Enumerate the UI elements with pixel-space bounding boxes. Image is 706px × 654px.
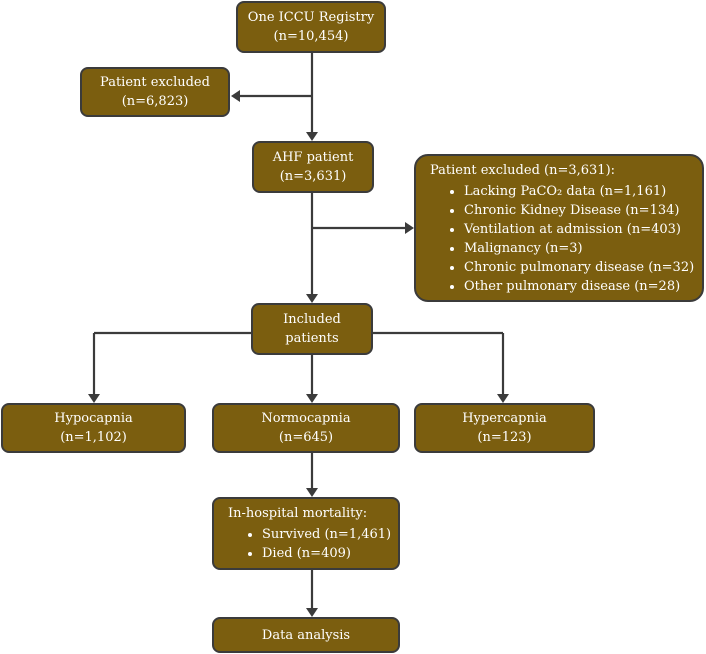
included-line1: Included [283, 312, 341, 327]
excluded2-item: Chronic pulmonary disease (n=32) [464, 258, 694, 277]
arrowhead-normocapnia [306, 394, 318, 403]
arrowhead-hypercapnia [497, 394, 509, 403]
registry-title: One ICCU Registry [247, 10, 375, 25]
normocapnia-box: Normocapnia (n=645) [212, 403, 400, 453]
normocapnia-count: (n=645) [278, 430, 334, 445]
mortality-title: In-hospital mortality: [228, 506, 368, 521]
included-line2: patients [285, 331, 339, 346]
excluded2-item: Ventilation at admission (n=403) [464, 220, 694, 239]
analysis-box: Data analysis [212, 617, 400, 653]
excluded2-item: Other pulmonary disease (n=28) [464, 277, 694, 296]
mortality-list: Survived (n=1,461) Died (n=409) [228, 525, 391, 563]
ahf-box: AHF patient (n=3,631) [252, 141, 374, 193]
normocapnia-title: Normocapnia [261, 411, 351, 426]
excluded1-box: Patient excluded (n=6,823) [80, 67, 230, 117]
included-box: Included patients [251, 303, 373, 355]
mortality-item: Survived (n=1,461) [262, 525, 391, 544]
arrowhead-hypocapnia [88, 394, 100, 403]
hypercapnia-title: Hypercapnia [462, 411, 547, 426]
mortality-item: Died (n=409) [262, 544, 391, 563]
arrowhead-excluded2 [405, 222, 414, 234]
excluded2-box: Patient excluded (n=3,631): Lacking PaCO… [414, 154, 704, 302]
arrowhead-analysis [306, 608, 318, 617]
hypocapnia-count: (n=1,102) [60, 430, 127, 445]
mortality-box: In-hospital mortality: Survived (n=1,461… [212, 497, 400, 570]
analysis-title: Data analysis [261, 627, 351, 643]
excluded2-item: Chronic Kidney Disease (n=134) [464, 201, 694, 220]
arrowhead-mortality [306, 488, 318, 497]
hypocapnia-box: Hypocapnia (n=1,102) [1, 403, 186, 453]
arrowhead-included [306, 294, 318, 303]
registry-count: (n=10,454) [273, 29, 349, 44]
excluded2-list: Lacking PaCO₂ data (n=1,161) Chronic Kid… [430, 182, 694, 296]
ahf-count: (n=3,631) [279, 169, 347, 184]
hypercapnia-count: (n=123) [477, 430, 532, 445]
excluded1-count: (n=6,823) [121, 94, 189, 109]
excluded2-title: Patient excluded (n=3,631): [430, 162, 616, 178]
registry-box: One ICCU Registry (n=10,454) [236, 1, 386, 53]
excluded1-title: Patient excluded [100, 75, 210, 90]
hypocapnia-title: Hypocapnia [54, 411, 133, 426]
hypercapnia-box: Hypercapnia (n=123) [414, 403, 595, 453]
arrowhead-ahf [306, 132, 318, 141]
excluded2-item: Malignancy (n=3) [464, 239, 694, 258]
ahf-title: AHF patient [272, 150, 354, 165]
excluded2-item: Lacking PaCO₂ data (n=1,161) [464, 182, 694, 201]
arrowhead-excluded1 [231, 90, 240, 102]
